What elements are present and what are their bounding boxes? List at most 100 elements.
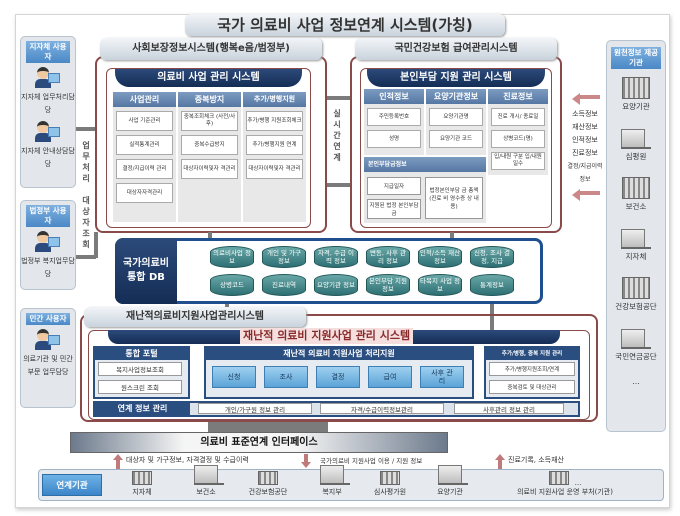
linked-agency: 보건소 xyxy=(176,465,236,497)
catastrophic-system-title: 재난적 의료비 지원사업 관리 시스템 xyxy=(240,328,414,344)
function-cell: 중복조회체크 (사전/사후) xyxy=(181,111,238,131)
connector-line xyxy=(490,304,494,330)
function-cell: 결정/지급이력 관리 xyxy=(116,159,173,179)
function-cell: 대상자이력및자 격관리 xyxy=(181,159,238,179)
db-item: 본인부담 지원정보 xyxy=(366,274,410,296)
field-cell: 주민등록번호 xyxy=(367,108,421,126)
user-role: 의료기관 및 민간 부문 업무담당 xyxy=(23,355,73,376)
arrow-shaft xyxy=(498,460,502,469)
user-label: 지자체 사용자 xyxy=(26,41,70,63)
agency-name: 심사평가원 xyxy=(373,488,407,496)
connector-line xyxy=(450,232,454,240)
agency-name: 지자체 xyxy=(132,488,152,496)
column-treatment-info: 진료정보 진료 개시/ 종료일 상병코드(명) 입/내원 구분 입/내원 일수 xyxy=(488,89,548,175)
source-info-item: 소득정보 xyxy=(572,110,598,118)
step-investigate: 조사 xyxy=(264,366,308,388)
flow-label: 진료기록, 소득재산 xyxy=(508,456,564,464)
linked-agency: 심사평가원 xyxy=(360,471,420,497)
column-institution-info: 요양기관정보 요양기관명 요양기관 코드 xyxy=(426,89,486,155)
function-cell: 실적통계관리 xyxy=(116,135,173,155)
building-icon xyxy=(622,277,650,299)
linked-agency: 복지부 xyxy=(302,465,362,497)
integrated-db-title: 국가의료비 통합 DB xyxy=(115,238,177,304)
linked-agency: 지자체 xyxy=(112,471,172,497)
user-icon xyxy=(35,329,61,351)
column-header: 추가/병행지원 xyxy=(243,92,306,107)
connector-line xyxy=(327,96,352,100)
user-role: 지자체 업무처리담당 xyxy=(21,93,75,114)
building-icon xyxy=(438,465,468,485)
connector-line xyxy=(94,232,98,258)
db-item: 신청, 조사 결정, 지급 xyxy=(470,246,514,268)
function-cell: 중복수급방지 xyxy=(181,135,238,155)
column-additional-support: 추가/병행지원 추가/병행 지원조회체크 추가/병행지원 연계 대상자이력및자 … xyxy=(243,92,306,222)
source-agencies-column: 원천정보 제공기관 요양기관 심평원 보건소 지자체 건강보험공단 국민연금공단… xyxy=(606,40,666,432)
field-cell: 진료 개시/ 종료일 xyxy=(491,108,545,126)
portal-item[interactable]: 복지사업정보조회 xyxy=(98,362,182,376)
source-agency: 지자체 xyxy=(625,252,647,261)
arrow-shaft xyxy=(116,460,120,469)
link-item: 사후관리 정보 관리 xyxy=(454,403,564,414)
arrow-up-icon xyxy=(495,454,505,460)
private-user-group: 민간 사용자 의료기관 및 민간 부문 업무담당 xyxy=(20,308,76,408)
field-cell: 입/내원 구분 입/내원 일수 xyxy=(491,152,545,170)
source-info-list: 소득정보 재산정보 인적정보 진료정보 결정/지급이력 정보 xyxy=(564,108,606,186)
db-item: 의료비사업 정보 xyxy=(210,246,254,268)
lookup-label: 대상자조회 xyxy=(82,196,90,249)
field-cell: 요양기관 코드 xyxy=(429,130,483,148)
column-header: 중복방지 xyxy=(178,92,241,107)
link-item: 자격/수급이력정보관리 xyxy=(320,403,444,414)
step-benefit: 급여 xyxy=(368,366,412,388)
field-cell: 법정본인부담 금 총액(진료 비 영수증 상 내용) xyxy=(425,177,483,219)
function-cell: 추가/병행 지원조회체크 xyxy=(246,111,303,131)
user-label: 법정부 사용자 xyxy=(26,205,70,227)
building-icon xyxy=(380,471,400,485)
link-item: 개인/가구원 정보 관리 xyxy=(198,403,312,414)
extra-header: 추가/병행, 중복 지원 관리 xyxy=(486,348,578,360)
field-cell: 지원된 법정 본인부담금 xyxy=(367,199,421,219)
extra-item: 중복검토 및 대상관리 xyxy=(489,380,575,394)
step-followup: 사후 관리 xyxy=(420,366,464,388)
source-agency: 보건소 xyxy=(625,202,647,211)
source-agencies-label: 원천정보 제공기관 xyxy=(611,47,661,69)
field-cell: 성명 xyxy=(367,130,421,148)
building-icon xyxy=(194,465,224,485)
source-info-item: 인적정보 xyxy=(572,136,598,144)
user-label: 민간 사용자 xyxy=(26,313,70,325)
column-project-mgmt: 사업관리 사업 기준관리 실적통계관리 결정/지급이력 관리 대상자자격관리 xyxy=(113,92,176,222)
building-icon xyxy=(621,327,651,349)
portal-item[interactable]: 원스크린 조회 xyxy=(98,380,182,394)
copay-system-title: 본인부담 지원 관리 시스템 xyxy=(367,69,545,87)
source-agency: 국민연금공단 xyxy=(615,352,657,361)
connector-line xyxy=(327,183,352,187)
column-header: 본인부담금정보 xyxy=(364,157,486,172)
function-cell: 대상자이력및자 격관리 xyxy=(246,159,303,179)
step-apply: 신청 xyxy=(212,366,256,388)
step-decide: 결정 xyxy=(316,366,360,388)
building-icon xyxy=(548,471,569,485)
portal-header: 통합 포털 xyxy=(95,348,188,360)
page-title: 국가 의료비 사업 정보연계 시스템(가칭) xyxy=(185,14,505,36)
building-icon xyxy=(258,471,278,485)
extra-item: 추가/병행지원조회/연계 xyxy=(489,362,575,376)
db-item: 자격, 수급 이력 정보 xyxy=(314,246,358,268)
db-item: 타복지 사업 정보 xyxy=(418,274,462,296)
source-agency: 건강보험공단 xyxy=(615,302,657,311)
flow-label: 대상자 및 가구정보, 자격결정 및 수급이력 xyxy=(126,456,249,464)
nhis-system-header: 국민건강보험 급여관리시스템 xyxy=(355,38,557,60)
field-cell: 지급일자 xyxy=(367,177,421,195)
field-cell: 상병코드(명) xyxy=(491,130,545,148)
more-agencies: ... xyxy=(574,479,582,487)
agency-name: 복지부 xyxy=(322,488,342,496)
linked-agency: ...의료비 지원사업 운영 부처(기관) xyxy=(480,471,650,497)
column-personal-info: 인적정보 주민등록번호 성명 xyxy=(364,89,424,155)
column-header: 인적정보 xyxy=(364,89,424,104)
agency-name: 요양기관 xyxy=(437,488,463,496)
column-header: 진료정보 xyxy=(488,89,548,104)
source-info-item: 진료정보 xyxy=(572,149,598,157)
connector-line xyxy=(76,255,96,259)
column-header: 요양기관정보 xyxy=(426,89,486,104)
connector-line xyxy=(76,127,96,131)
social-system-header: 사회보장정보시스템(행복e음/범정부) xyxy=(100,38,322,60)
linked-agency: 건강보험공단 xyxy=(238,471,298,497)
